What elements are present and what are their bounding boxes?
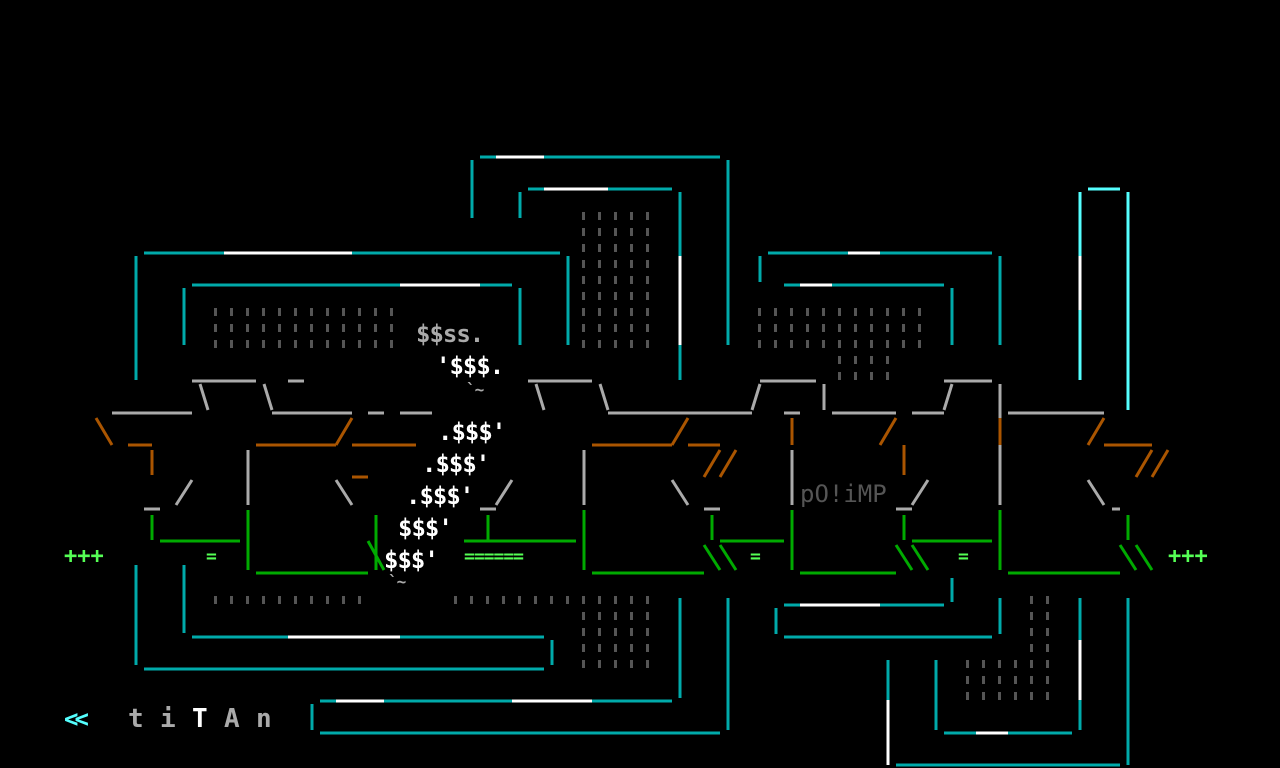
signature-letter: A: [224, 704, 240, 734]
cyan-frame-lines: [134, 155, 1130, 767]
tag-text: pO!iMP: [800, 480, 887, 508]
brown-lines: [94, 417, 1170, 479]
equals-mark: =: [958, 546, 969, 567]
signature-letter: t: [128, 704, 144, 734]
logo-line: .$$$': [406, 482, 474, 510]
equals-mark: =: [750, 546, 761, 567]
logo-line: `~: [388, 572, 406, 591]
signature-letter: i: [160, 704, 176, 734]
right-plus-marker: +++: [1168, 544, 1208, 569]
dotted-grids: [208, 208, 1056, 704]
logo-line: $$ss.: [416, 320, 484, 348]
logo-line: `~: [466, 380, 484, 399]
logo-line: $$$': [384, 546, 439, 574]
logo-line: .$$$': [422, 450, 490, 478]
logo-line: $$$': [398, 514, 453, 542]
arrow-left-icon: <<: [64, 705, 89, 733]
logo-line: .$$$': [438, 418, 506, 446]
equals-mark: ======: [464, 546, 524, 567]
gray-lines: [112, 379, 1120, 511]
equals-mark: =: [206, 546, 217, 567]
left-plus-marker: +++: [64, 544, 104, 569]
green-lines: [150, 510, 1154, 575]
signature-letter: T: [192, 704, 208, 734]
logo-line: '$$$.: [436, 352, 504, 380]
signature-letter: n: [256, 704, 272, 734]
